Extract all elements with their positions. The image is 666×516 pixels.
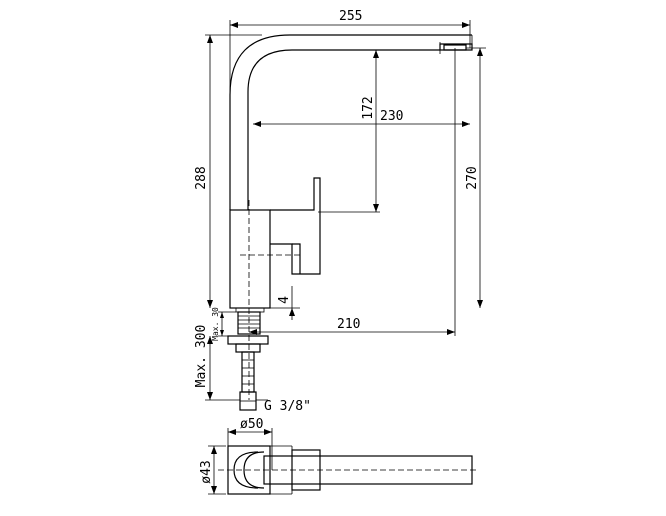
thread-text: G 3/8" bbox=[264, 399, 311, 414]
dim-label-diameter-43: ø43 bbox=[199, 460, 214, 483]
dimension-height-total: 288 bbox=[194, 34, 262, 308]
dimension-base-step: 4 bbox=[270, 286, 300, 320]
dimension-max-deck: Max. 30 bbox=[211, 307, 236, 341]
dimension-hose-length: Max. 300 bbox=[194, 325, 240, 401]
dim-label-270: 270 bbox=[465, 166, 480, 189]
dim-label-230: 230 bbox=[380, 109, 403, 124]
dim-label-255: 255 bbox=[339, 9, 362, 24]
faucet-body bbox=[229, 177, 321, 400]
dimension-width-total: 255 bbox=[229, 9, 471, 210]
thread-label: G 3/8" bbox=[256, 399, 311, 414]
dim-label-288: 288 bbox=[194, 166, 209, 189]
mounting-assembly bbox=[227, 307, 269, 411]
dimension-spout-clearance: 172 bbox=[318, 50, 380, 213]
dim-label-max-300: Max. 300 bbox=[194, 325, 209, 388]
plan-view: ø50 ø43 bbox=[199, 417, 478, 495]
dimension-base-to-spout: 210 bbox=[249, 48, 456, 336]
dimension-spout-reach: 230 bbox=[253, 109, 470, 127]
dim-label-172: 172 bbox=[361, 96, 376, 119]
spout bbox=[229, 34, 473, 210]
dimension-height-right: 270 bbox=[465, 47, 486, 308]
dim-label-diameter-50: ø50 bbox=[240, 417, 263, 432]
dim-label-max-30: Max. 30 bbox=[211, 307, 220, 341]
dim-label-210: 210 bbox=[337, 317, 360, 332]
dim-label-4: 4 bbox=[277, 296, 292, 304]
